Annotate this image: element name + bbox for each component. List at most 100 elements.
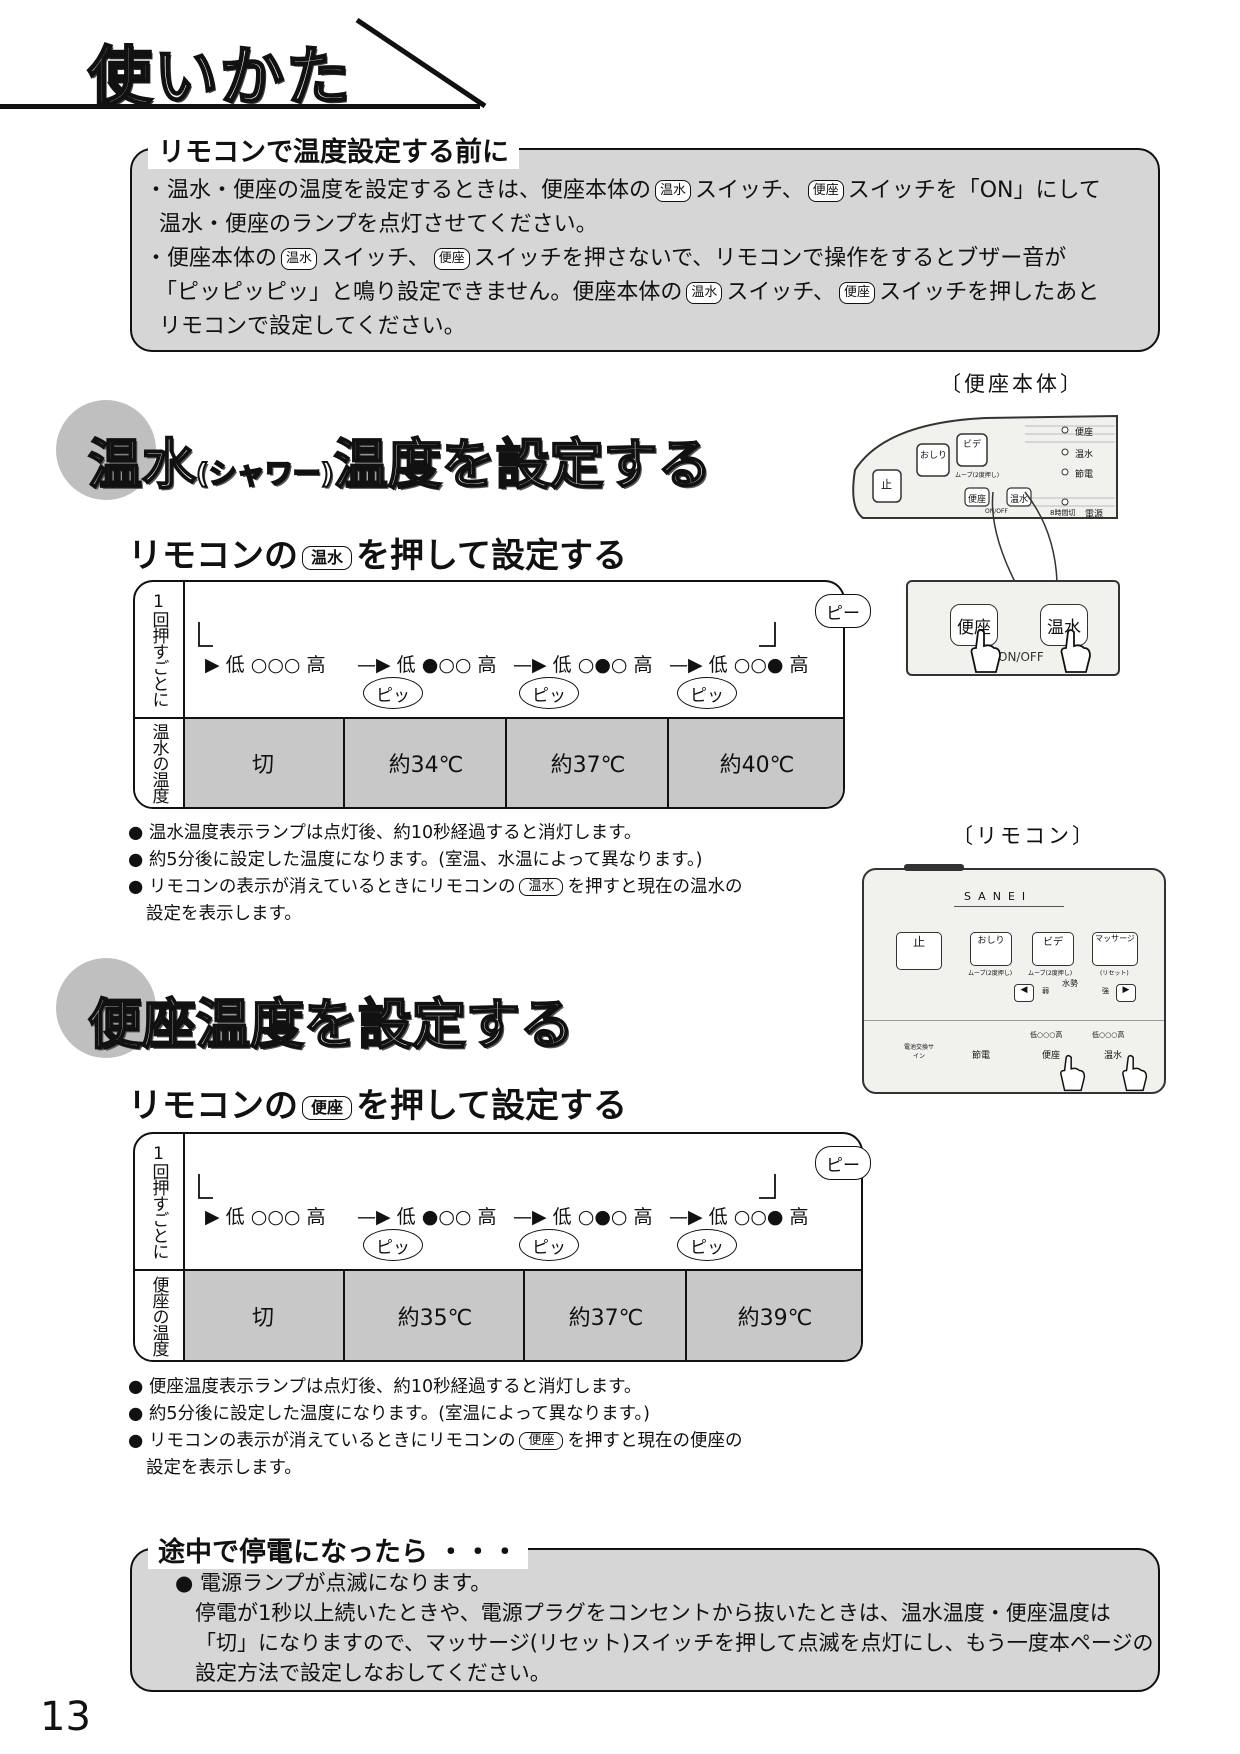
flow-step: ▶ 低 ○○○ 高 (205, 1202, 326, 1229)
power-note: 8時間切 (1050, 509, 1076, 517)
onsui-key-icon: 温水 (686, 282, 723, 304)
text: リモコンの表示が消えているときにリモコンの (148, 877, 516, 897)
remote-reset-note: (リセット) (1100, 970, 1129, 977)
long-beep-bubble: ピー (815, 1146, 871, 1180)
text: 高 (633, 654, 653, 676)
text: 約5分後に設定した温度になります。(室温によって異なります。) (148, 1404, 650, 1424)
temp-cell: 切 (251, 753, 274, 778)
oshiri-button-label: おしり (920, 451, 948, 461)
flow-step: —▶ 低 ○○● 高 (669, 650, 809, 677)
arrow-right-icon: —▶ (513, 654, 547, 676)
temp-column-label: 便座の温度 (135, 1271, 185, 1360)
indicator-dots: ○○○ (250, 654, 301, 676)
temp-cell: 約34℃ (343, 719, 507, 807)
pointing-hand-icon (1122, 1054, 1148, 1092)
arrow-right-icon: —▶ (357, 654, 391, 676)
text: スイッチ、 (321, 246, 430, 271)
zoom-benza-button: 便座 (950, 604, 998, 646)
title-diagonal (355, 18, 487, 108)
press-column-label: 1回押すごとに (135, 582, 185, 717)
text: 高 (477, 1206, 497, 1228)
remote-strong: 強 (1102, 987, 1109, 995)
benza-button-label: 便座 (968, 495, 987, 505)
remote-move-note: ムーブ(2度押し) (968, 970, 1013, 977)
toilet-body-caption: 〔便座本体〕 (940, 372, 1084, 396)
text: 高 (306, 654, 326, 676)
arrow-right-icon: —▶ (669, 1206, 703, 1228)
note-item: ● 温水温度表示ランプは点灯後、約10秒経過すると消灯します。 (128, 823, 642, 843)
arrow-right-icon: ▶ (205, 1206, 220, 1228)
flow-bracket (198, 1174, 776, 1199)
text: 低 (1092, 1031, 1099, 1039)
beep-bubble: ピッ (677, 1229, 737, 1261)
benza-key-icon: 便座 (807, 180, 844, 202)
text: 高 (789, 654, 809, 676)
note-item: ● リモコンの表示が消えているときにリモコンの温水を押すと現在の温水の (128, 877, 743, 897)
arrow-right-icon: —▶ (513, 1206, 547, 1228)
note-line: 設定方法で設定しなおしてください。 (195, 1661, 551, 1685)
indicator-dots: ●○○ (421, 654, 472, 676)
text: 高 (1117, 1031, 1125, 1039)
beep-bubble: ピッ (677, 677, 737, 709)
shower-section-title: 温水(シャワー)温度を設定する (87, 420, 713, 499)
lamp-label: 温水 (1075, 450, 1094, 460)
beep-bubble: ピッ (519, 677, 579, 709)
remote-water-force: 水勢 (1062, 979, 1078, 988)
power-outage-label: 途中で停電になったら ・・・ (148, 1530, 529, 1569)
text: (シャワー) (195, 456, 335, 491)
note-item: ● 便座温度表示ランプは点灯後、約10秒経過すると消灯します。 (128, 1377, 642, 1397)
remote-weak: 弱 (1042, 987, 1049, 995)
section-blob (56, 958, 156, 1058)
remote-left-button: ◀ (1014, 984, 1034, 1002)
benza-key-icon: 便座 (839, 282, 876, 304)
remote-setsuden-button: 節電 (972, 1051, 991, 1061)
text: 「ピッピッピッ」と鳴り設定できません。便座本体の (155, 280, 683, 305)
indicator-dots: ○○○ (1099, 1031, 1118, 1039)
text: 低 (552, 1206, 572, 1228)
temp-cell: 約37℃ (523, 1271, 687, 1360)
remote-battery-label: 電池交換サイン (903, 1044, 934, 1060)
beep-bubble: ピッ (363, 677, 423, 709)
toilet-panel-shape (852, 414, 1118, 519)
toilet-panel-illustration: 止 おしり ビデ ムーブ(2度押し) 便座 温水 ON/OFF 便座 温水 節電… (845, 408, 1125, 523)
text: スイッチを押したあと (879, 280, 1100, 305)
note-line: 温水・便座のランプを点灯させてください。 (159, 212, 598, 237)
text: 低 (708, 1206, 728, 1228)
pointing-hand-icon (1060, 629, 1091, 673)
text: を押して設定する (356, 1086, 627, 1126)
text: 低 (396, 1206, 416, 1228)
text: を押すと現在の温水の (567, 877, 743, 897)
callout-lines (991, 491, 1058, 583)
long-beep-bubble: ピー (815, 594, 871, 628)
move-note: ムーブ(2度押し) (955, 472, 1000, 479)
temp-cell: 約40℃ (667, 719, 843, 807)
note-item: 設定を表示します。 (146, 1458, 302, 1478)
text: ・便座本体の (145, 246, 278, 271)
note-line: 「切」になりますので、マッサージ(リセット)スイッチを押して点滅を点灯にし、もう… (195, 1631, 1154, 1655)
text: 約5分後に設定した温度になります。(室温、水温によって異なります。) (148, 850, 703, 870)
flow-step: —▶ 低 ○●○ 高 (513, 650, 653, 677)
shower-subtitle: リモコンの温水を押して設定する (128, 528, 627, 577)
title-underline (0, 104, 480, 109)
flow-step: —▶ 低 ●○○ 高 (357, 650, 497, 677)
remote-illustration: SANEI 止 おしり ビデ マッサージ ムーブ(2度押し) ムーブ(2度押し)… (862, 864, 1166, 1094)
note-item: 設定を表示します。 (146, 904, 302, 924)
text: スイッチ、 (726, 280, 836, 305)
remote-massage-button: マッサージ (1092, 932, 1138, 966)
remote-onsui-button: 温水 (1104, 1051, 1123, 1061)
onoff-label: ON/OFF (985, 508, 1008, 515)
onsui-key-icon: 温水 (302, 545, 353, 570)
remote-benza-dots: 低○○○高 (1030, 1030, 1062, 1040)
flow-step: ▶ 低 ○○○ 高 (205, 650, 326, 677)
indicator-dots: ○○● (733, 1206, 784, 1228)
onsui-key-icon: 温水 (655, 180, 692, 202)
text: リモコンの表示が消えているときにリモコンの (148, 1431, 516, 1451)
text: 高 (477, 654, 497, 676)
temp-cell: 約35℃ (343, 1271, 525, 1360)
press-column-label: 1回押すごとに (135, 1134, 185, 1269)
text: リモコンの (128, 536, 298, 576)
remote-move-note: ムーブ(2度押し) (1028, 970, 1073, 977)
power-outage-text: ● 電源ランプが点滅になります。 停電が1秒以上続いたときや、電源プラグをコンセ… (175, 1568, 1153, 1688)
seat-temperature-table: 1回押すごとに ▶ 低 ○○○ 高 —▶ 低 ●○○ 高 —▶ 低 ○●○ 高 … (133, 1132, 863, 1362)
text: 低 (225, 654, 245, 676)
